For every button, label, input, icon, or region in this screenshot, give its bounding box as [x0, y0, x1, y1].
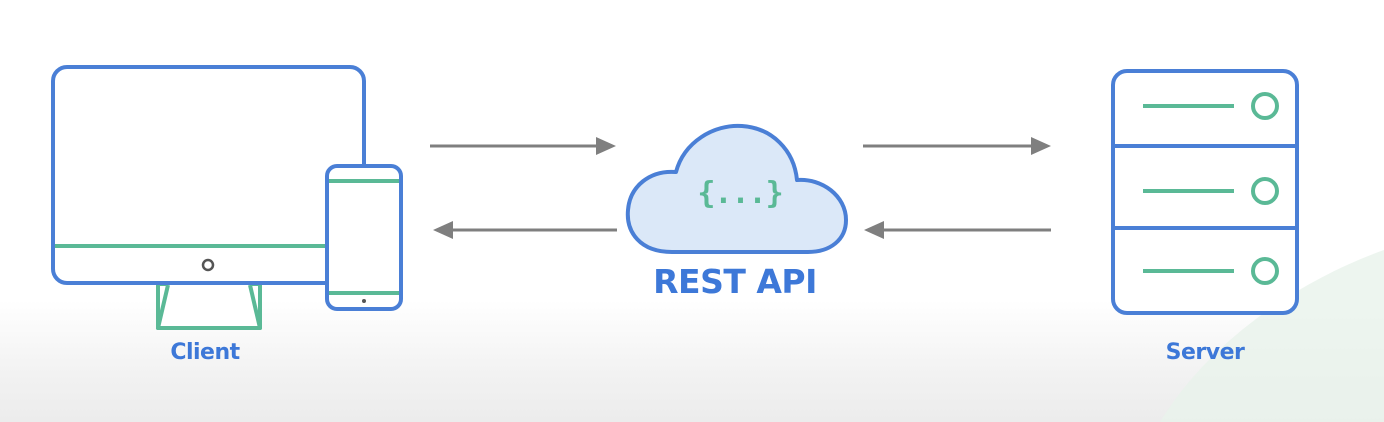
corner-decoration [1160, 250, 1384, 422]
server-label: Server [1165, 340, 1245, 365]
client-icon [51, 65, 403, 330]
server-icon [1111, 69, 1299, 315]
phone-frame [325, 164, 403, 311]
server-unit-2 [1143, 177, 1279, 205]
arrow-api-to-client [433, 221, 617, 239]
client-label: Client [170, 340, 240, 365]
arrow-client-to-api [430, 137, 616, 155]
server-unit-3 [1143, 257, 1279, 285]
arrow-server-to-api [864, 221, 1051, 239]
arrow-api-to-server [863, 137, 1051, 155]
server-unit-1 [1143, 92, 1279, 120]
rest-api-label: REST API [653, 262, 817, 301]
api-payload-braces: {...} [697, 176, 783, 211]
cloud-icon [625, 123, 848, 254]
monitor-neck [156, 284, 262, 330]
monitor-frame [51, 65, 366, 285]
phone-home-dot [362, 299, 366, 303]
monitor-power-button [201, 258, 215, 272]
